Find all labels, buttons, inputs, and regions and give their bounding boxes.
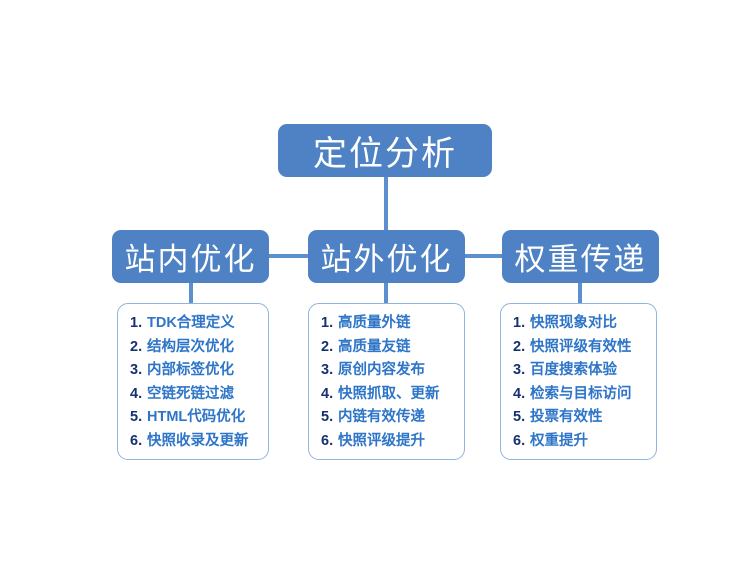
list-item: 6. 快照收录及更新	[130, 430, 268, 454]
list-item: 4. 空链死链过滤	[130, 383, 268, 407]
list-item-label: 高质量友链	[338, 338, 411, 355]
connector-outer-to-card	[384, 283, 388, 305]
list-item-number: 5.	[513, 409, 526, 425]
list-item: 5. HTML代码优化	[130, 406, 268, 430]
list-item: 5. 内链有效传递	[321, 406, 464, 430]
list-item-number: 4.	[321, 385, 334, 402]
list-item-number: 5.	[321, 409, 334, 425]
list-item: 3. 百度搜索体验	[513, 359, 656, 383]
list-item-label: 权重提升	[530, 432, 588, 449]
list-item-number: 3.	[321, 362, 334, 378]
list-item-label: 原创内容发布	[338, 362, 425, 378]
list-item: 4. 检索与目标访问	[513, 383, 656, 407]
list-item-label: TDK合理定义	[147, 315, 235, 331]
list-item-number: 3.	[130, 362, 143, 378]
node-branch-outer[interactable]: 站外优化	[308, 230, 465, 283]
list-item: 1. 高质量外链	[321, 312, 464, 336]
list-item: 3. 原创内容发布	[321, 359, 464, 383]
node-branch-inner[interactable]: 站内优化	[112, 230, 269, 283]
connector-outer-to-weight	[464, 254, 503, 258]
list-item-number: 2.	[130, 338, 143, 355]
list-item-number: 5.	[130, 409, 143, 425]
list-item: 3. 内部标签优化	[130, 359, 268, 383]
list-item-label: 检索与目标访问	[530, 385, 632, 402]
list-card-weight: 1. 快照现象对比 2. 快照评级有效性 3. 百度搜索体验 4. 检索与目标访…	[500, 303, 657, 460]
list-outer: 1. 高质量外链 2. 高质量友链 3. 原创内容发布 4. 快照抓取、更新 5…	[309, 312, 464, 453]
list-item: 2. 快照评级有效性	[513, 336, 656, 360]
connector-weight-to-card	[578, 283, 582, 305]
list-weight: 1. 快照现象对比 2. 快照评级有效性 3. 百度搜索体验 4. 检索与目标访…	[501, 312, 656, 453]
node-title[interactable]: 定位分析	[278, 124, 492, 177]
list-item-label: 快照抓取、更新	[338, 385, 440, 402]
list-item-label: 空链死链过滤	[147, 385, 234, 402]
list-item-label: 百度搜索体验	[530, 362, 617, 378]
list-item: 6. 权重提升	[513, 430, 656, 454]
list-item-label: 内链有效传递	[338, 409, 425, 425]
list-item: 4. 快照抓取、更新	[321, 383, 464, 407]
connector-inner-to-outer	[268, 254, 309, 258]
list-item-number: 1.	[513, 315, 526, 331]
list-item-label: 高质量外链	[338, 315, 411, 331]
list-item-number: 6.	[321, 432, 334, 449]
list-item: 1. TDK合理定义	[130, 312, 268, 336]
list-item-label: 快照评级提升	[338, 432, 425, 449]
connector-inner-to-card	[189, 283, 193, 305]
list-item-label: HTML代码优化	[147, 409, 246, 425]
list-item-number: 6.	[130, 432, 143, 449]
list-item-number: 3.	[513, 362, 526, 378]
connector-title-to-outer	[384, 176, 388, 231]
list-item-number: 2.	[513, 338, 526, 355]
list-item: 5. 投票有效性	[513, 406, 656, 430]
node-branch-weight[interactable]: 权重传递	[502, 230, 659, 283]
list-item-label: 快照收录及更新	[147, 432, 249, 449]
list-item: 2. 结构层次优化	[130, 336, 268, 360]
list-item-label: 快照评级有效性	[530, 338, 632, 355]
list-card-inner: 1. TDK合理定义 2. 结构层次优化 3. 内部标签优化 4. 空链死链过滤…	[117, 303, 269, 460]
list-item-number: 1.	[321, 315, 334, 331]
list-item-number: 4.	[130, 385, 143, 402]
list-item-label: 内部标签优化	[147, 362, 234, 378]
list-item: 2. 高质量友链	[321, 336, 464, 360]
list-item-label: 结构层次优化	[147, 338, 234, 355]
list-inner: 1. TDK合理定义 2. 结构层次优化 3. 内部标签优化 4. 空链死链过滤…	[118, 312, 268, 453]
list-item-number: 2.	[321, 338, 334, 355]
list-item: 1. 快照现象对比	[513, 312, 656, 336]
list-card-outer: 1. 高质量外链 2. 高质量友链 3. 原创内容发布 4. 快照抓取、更新 5…	[308, 303, 465, 460]
list-item-number: 1.	[130, 315, 143, 331]
list-item-number: 6.	[513, 432, 526, 449]
list-item-label: 快照现象对比	[530, 315, 617, 331]
list-item-label: 投票有效性	[530, 409, 603, 425]
list-item: 6. 快照评级提升	[321, 430, 464, 454]
list-item-number: 4.	[513, 385, 526, 402]
